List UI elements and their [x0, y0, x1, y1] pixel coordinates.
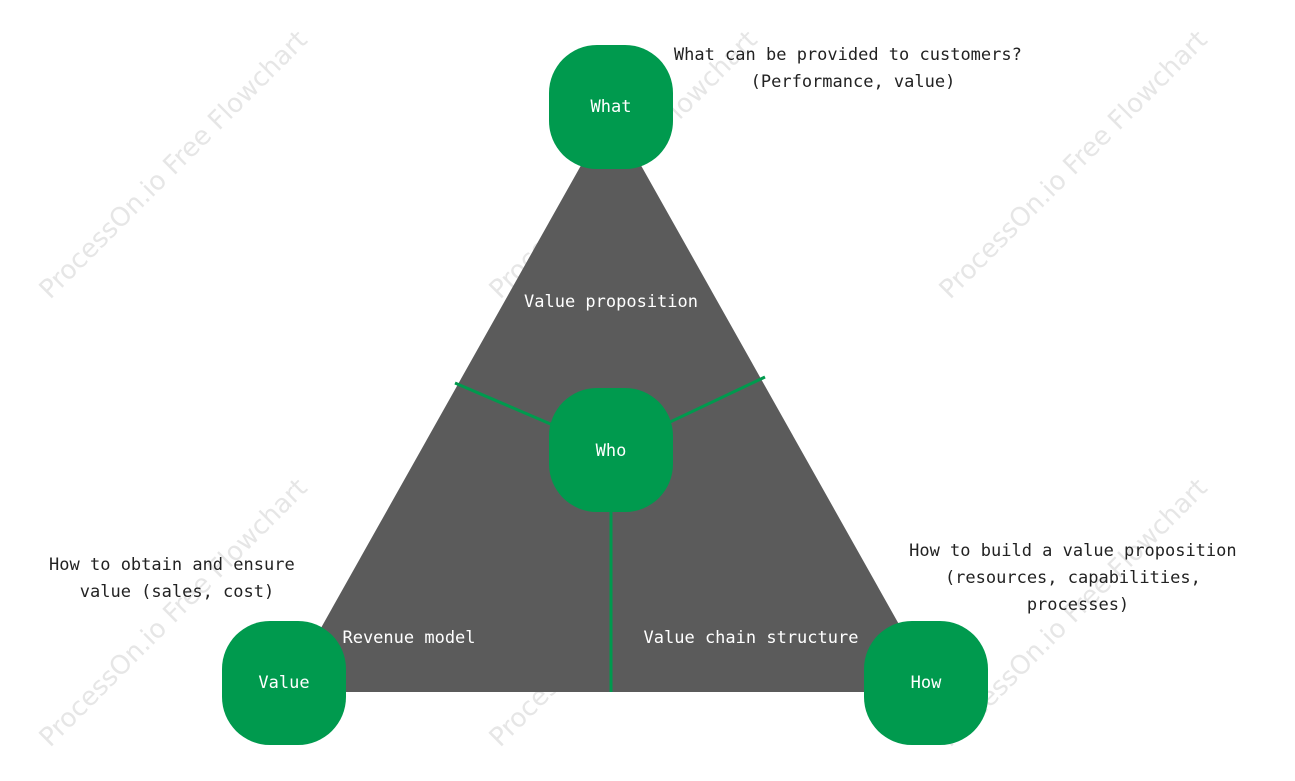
- node-value: Value: [222, 621, 346, 745]
- node-what: What: [549, 45, 673, 169]
- watermark: ProcessOn.io Free Flowchart: [34, 25, 314, 305]
- node-value-label: Value: [258, 673, 309, 693]
- node-what-shape: [549, 45, 673, 169]
- region-label-revenue-model: Revenue model: [342, 628, 475, 648]
- region-label-value-chain-structure: Value chain structure: [644, 628, 859, 648]
- annotation-what: What can be provided to customers? (Perf…: [674, 45, 1032, 92]
- node-who-shape: [549, 388, 673, 512]
- region-label-value-proposition: Value proposition: [524, 292, 698, 312]
- annotation-how: How to build a value proposition (resour…: [909, 541, 1247, 615]
- annotation-value: How to obtain and ensure value (sales, c…: [49, 555, 305, 602]
- node-how-label: How: [911, 673, 942, 693]
- node-how: How: [864, 621, 988, 745]
- watermark: ProcessOn.io Free Flowchart: [934, 25, 1214, 305]
- node-who-label: Who: [596, 441, 627, 461]
- node-how-shape: [864, 621, 988, 745]
- node-who: Who: [549, 388, 673, 512]
- node-what-label: What: [591, 97, 632, 117]
- node-value-shape: [222, 621, 346, 745]
